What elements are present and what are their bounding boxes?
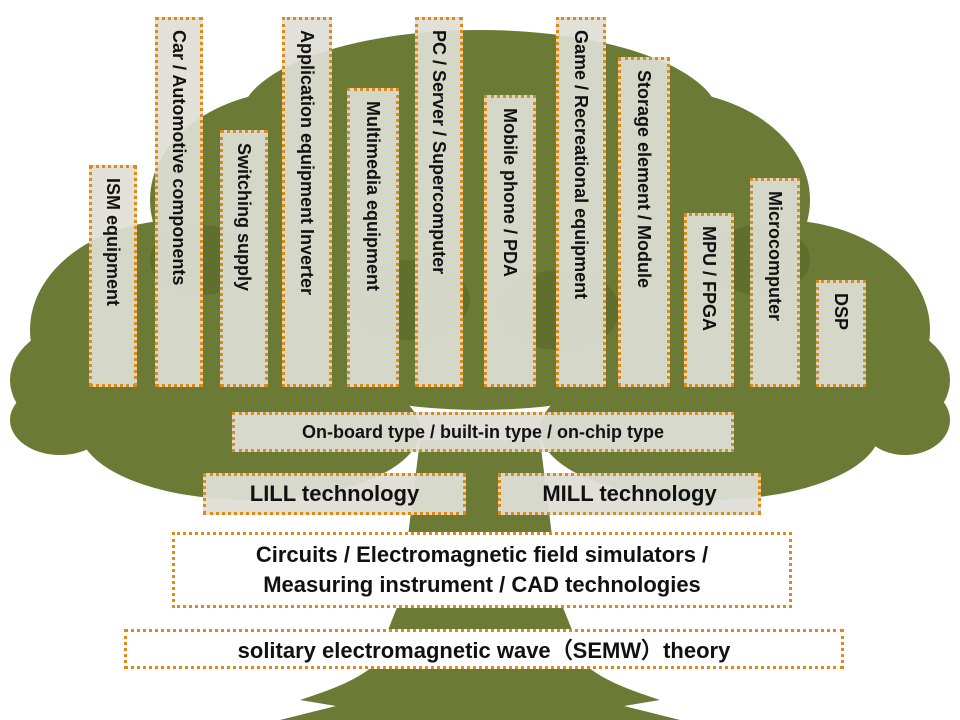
app-box-mpu-fpga: MPU / FPGA xyxy=(684,213,734,387)
branch-types-label: On-board type / built-in type / on-chip … xyxy=(302,421,664,442)
app-box-dsp: DSP xyxy=(816,280,866,387)
app-label: Switching supply xyxy=(234,143,254,292)
mill-technology-label: MILL technology xyxy=(542,481,717,506)
tools-line-2: Measuring instrument / CAD technologies xyxy=(263,572,701,597)
theory-label: solitary electromagnetic wave（SEMW）theor… xyxy=(237,638,731,663)
mill-technology-box: MILL technology xyxy=(498,473,761,515)
app-box-switching-supply: Switching supply xyxy=(220,130,268,387)
app-label: Multimedia equipment xyxy=(363,101,383,292)
app-box-pc-server-supercomputer: PC / Server / Supercomputer xyxy=(415,17,463,387)
app-label: Storage element / Module xyxy=(634,70,654,289)
app-box-storage-element-module: Storage element / Module xyxy=(618,57,670,387)
app-label: ISM equipment xyxy=(103,178,123,307)
app-label: DSP xyxy=(831,293,851,331)
app-box-multimedia-equipment: Multimedia equipment xyxy=(347,88,399,387)
app-box-ism-equipment: ISM equipment xyxy=(89,165,137,387)
app-box-game-recreational: Game / Recreational equipment xyxy=(556,17,606,387)
app-label: Application equipment Inverter xyxy=(297,30,317,296)
app-label: PC / Server / Supercomputer xyxy=(429,30,449,275)
tools-box: Circuits / Electromagnetic field simulat… xyxy=(172,532,792,608)
app-label: MPU / FPGA xyxy=(699,226,719,332)
theory-box: solitary electromagnetic wave（SEMW）theor… xyxy=(124,629,844,669)
lill-technology-box: LILL technology xyxy=(203,473,466,515)
app-box-application-equipment-inverter: Application equipment Inverter xyxy=(282,17,332,387)
branch-types-box: On-board type / built-in type / on-chip … xyxy=(232,412,734,452)
lill-technology-label: LILL technology xyxy=(249,481,420,506)
app-label: Microcomputer xyxy=(765,191,785,322)
app-box-car-automotive: Car / Automotive components xyxy=(155,17,203,387)
app-box-microcomputer: Microcomputer xyxy=(750,178,800,387)
app-label: Mobile phone / PDA xyxy=(500,108,520,277)
tools-line-1: Circuits / Electromagnetic field simulat… xyxy=(255,542,709,567)
app-box-mobile-phone-pda: Mobile phone / PDA xyxy=(484,95,536,387)
app-label: Car / Automotive components xyxy=(169,30,189,286)
app-label: Game / Recreational equipment xyxy=(571,30,591,300)
